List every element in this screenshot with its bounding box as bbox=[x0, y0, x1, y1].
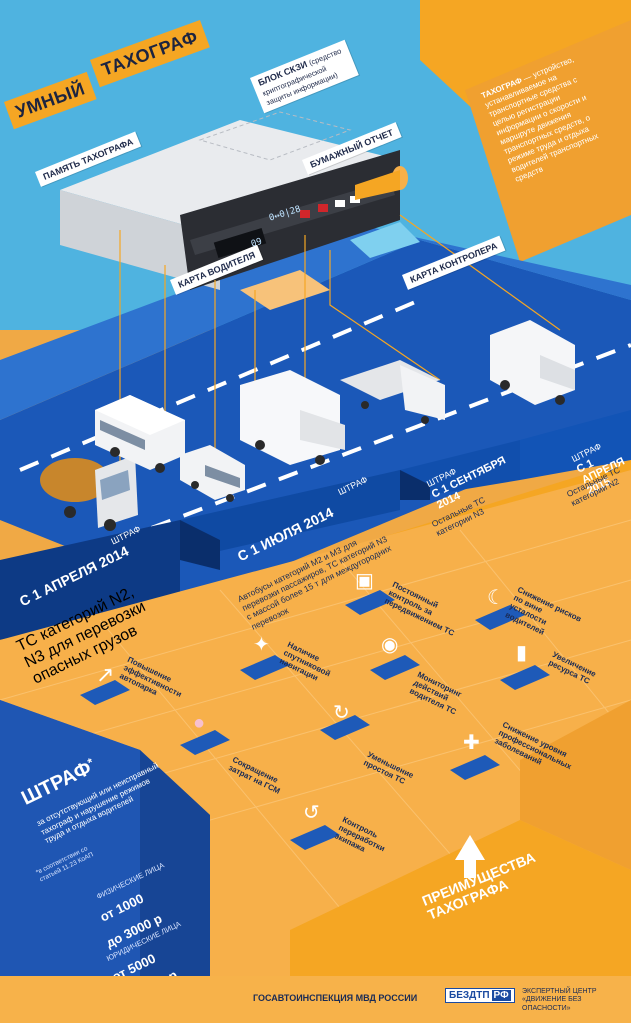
eye-icon: ◉ bbox=[381, 634, 399, 656]
monitor-chart-icon: ▣ bbox=[355, 570, 374, 592]
footer bbox=[0, 976, 631, 1023]
footer-right-org-line1: ЭКСПЕРТНЫЙ ЦЕНТР bbox=[522, 988, 597, 995]
van-truck-icon bbox=[490, 320, 575, 405]
box-truck-icon bbox=[240, 370, 345, 465]
bezdtp-logo-text: БЕЗДТП bbox=[449, 990, 490, 1001]
clock-arrow-icon: ↺ bbox=[303, 802, 320, 824]
piggy-bank-icon: ● bbox=[193, 712, 206, 734]
weightlifter-icon: ✚ bbox=[463, 732, 480, 754]
tanker-truck-icon bbox=[40, 455, 138, 531]
flatbed-truck-icon bbox=[340, 360, 445, 424]
bus-icon bbox=[95, 395, 185, 473]
growth-chart-icon: ↗ bbox=[96, 662, 115, 687]
sleeping-driver-icon: ☾ bbox=[487, 587, 505, 609]
satellite-icon: ✦ bbox=[253, 634, 270, 656]
footer-left-org[interactable]: ГОСАВТОИНСПЕКЦИЯ МВД РОССИИ bbox=[253, 993, 418, 1003]
minibus-icon bbox=[180, 445, 245, 502]
gibdd-emblem-icon bbox=[226, 988, 246, 1008]
battery-icon: ▮ bbox=[516, 642, 528, 664]
refresh-icon: ↻ bbox=[333, 702, 350, 724]
footer-right-org-line2: «ДВИЖЕНИЕ БЕЗ ОПАСНОСТИ» bbox=[522, 996, 582, 1012]
bezdtp-logo-rf: РФ bbox=[491, 990, 511, 1001]
footer-right-org: ЭКСПЕРТНЫЙ ЦЕНТР «ДВИЖЕНИЕ БЕЗ ОПАСНОСТИ… bbox=[522, 988, 631, 1013]
